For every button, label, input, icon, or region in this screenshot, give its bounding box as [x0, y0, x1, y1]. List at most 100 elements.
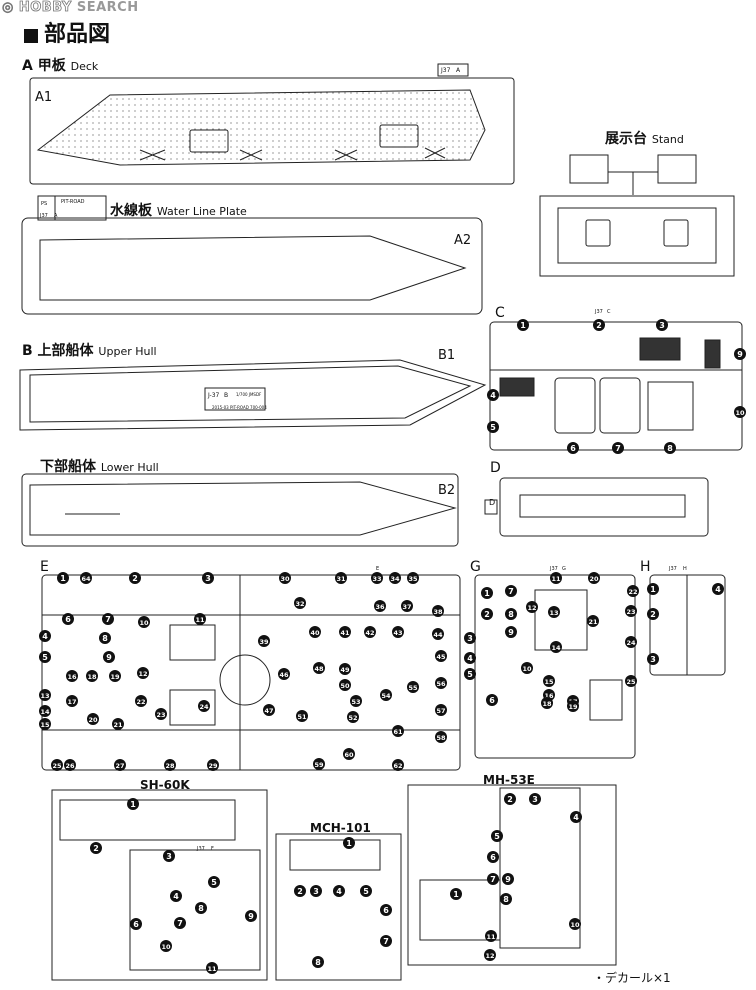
svg-text:51: 51 — [297, 713, 307, 721]
callout-e-48: 48 — [313, 662, 325, 674]
callout-e-20: 20 — [87, 713, 99, 725]
svg-text:3: 3 — [467, 634, 473, 643]
callout-g-23: 23 — [625, 605, 637, 617]
part-id-b1: B1 — [438, 348, 456, 363]
svg-text:4: 4 — [467, 654, 473, 663]
callout-e-36: 36 — [374, 600, 386, 612]
callout-e-51: 51 — [296, 710, 308, 722]
callout-e-28: 28 — [164, 759, 176, 771]
svg-text:23: 23 — [156, 711, 165, 719]
svg-text:27: 27 — [115, 762, 124, 770]
svg-text:29: 29 — [208, 762, 218, 770]
svg-text:52: 52 — [348, 714, 357, 722]
svg-text:48: 48 — [314, 665, 324, 673]
callout-g-15: 15 — [543, 675, 555, 687]
svg-text:10: 10 — [570, 921, 580, 929]
callout-e-35: 35 — [407, 572, 419, 584]
callout-sh60k-8: 8 — [195, 902, 207, 914]
callout-e-25: 25 — [51, 759, 63, 771]
heli-mh53e-label: MH-53E — [483, 773, 535, 787]
svg-text:21: 21 — [588, 618, 598, 626]
svg-text:45: 45 — [436, 653, 446, 661]
svg-text:6: 6 — [489, 696, 495, 705]
heli-mch101-label: MCH-101 — [310, 821, 371, 835]
svg-text:3: 3 — [205, 574, 211, 583]
svg-text:1: 1 — [130, 800, 136, 809]
svg-text:4: 4 — [42, 632, 48, 641]
callout-c-2: 2 — [593, 319, 605, 331]
callout-e-10: 10 — [138, 616, 150, 628]
sprue-e-frame — [41, 574, 461, 771]
svg-text:9: 9 — [737, 350, 743, 359]
svg-text:16: 16 — [544, 692, 554, 700]
callout-mch101-2: 2 — [294, 885, 306, 897]
callout-mh53e-11: 11 — [485, 930, 497, 942]
svg-text:11: 11 — [486, 933, 496, 941]
callout-e-15: 15 — [39, 718, 51, 730]
svg-text:30: 30 — [280, 575, 290, 583]
svg-text:55: 55 — [408, 684, 418, 692]
callout-c-9: 9 — [734, 348, 746, 360]
svg-text:4: 4 — [336, 887, 342, 896]
callout-sh60k-5: 5 — [208, 876, 220, 888]
svg-text:10: 10 — [161, 943, 171, 951]
callout-sh60k-3: 3 — [163, 850, 175, 862]
svg-text:3: 3 — [659, 321, 665, 330]
svg-text:25: 25 — [52, 762, 62, 770]
callout-g-22: 22 — [627, 585, 639, 597]
svg-text:31: 31 — [336, 575, 346, 583]
svg-text:22: 22 — [136, 698, 145, 706]
sprue-a-frame — [29, 63, 515, 185]
callout-g-9: 9 — [505, 626, 517, 638]
svg-text:10: 10 — [522, 665, 532, 673]
tag-pitroad: PIT-ROAD — [61, 199, 85, 205]
svg-text:8: 8 — [198, 904, 204, 913]
callout-e-27: 27 — [114, 759, 126, 771]
svg-text:57: 57 — [436, 707, 445, 715]
svg-text:9: 9 — [106, 653, 112, 662]
callout-g-24: 24 — [625, 636, 637, 648]
tag-water-letter: A — [54, 213, 58, 219]
svg-text:5: 5 — [467, 670, 473, 679]
callout-e-57: 57 — [435, 704, 447, 716]
svg-text:1: 1 — [346, 839, 352, 848]
svg-text:4: 4 — [715, 585, 721, 594]
tag-a-code: J37 — [441, 67, 451, 74]
callout-e-24: 24 — [198, 700, 210, 712]
callout-e-52: 52 — [347, 711, 359, 723]
watermark-text-b: SEARCH — [76, 0, 139, 15]
callout-e-11: 11 — [194, 613, 206, 625]
callout-e-30: 30 — [279, 572, 291, 584]
callout-e-8: 8 — [99, 632, 111, 644]
svg-text:1: 1 — [484, 589, 490, 598]
callout-mch101-7: 7 — [380, 935, 392, 947]
tag-b-text2: 2015-03 PIT-ROAD 700-004 — [212, 405, 267, 410]
upper-hull-part — [19, 359, 487, 431]
svg-text:12: 12 — [527, 604, 536, 612]
callout-e-38: 38 — [432, 605, 444, 617]
tag-h-code: J37 — [669, 566, 677, 572]
tag-h-letter: H — [683, 566, 687, 572]
callout-h-2: 2 — [647, 608, 659, 620]
callout-mch101-3: 3 — [310, 885, 322, 897]
watermark: ◎ HOBBY SEARCH — [2, 0, 139, 15]
svg-text:41: 41 — [340, 629, 350, 637]
svg-text:2: 2 — [507, 795, 513, 804]
svg-text:7: 7 — [615, 444, 621, 453]
page-title: 部品図 — [24, 16, 110, 48]
callout-e-23: 23 — [155, 708, 167, 720]
sprue-e-letter: E — [40, 559, 49, 575]
svg-text:6: 6 — [65, 615, 71, 624]
callout-sh60k-2: 2 — [90, 842, 102, 854]
callout-mh53e-3: 3 — [529, 793, 541, 805]
svg-text:9: 9 — [505, 875, 511, 884]
callout-g-4: 4 — [464, 652, 476, 664]
svg-text:14: 14 — [40, 708, 50, 716]
mch101-frame — [275, 833, 402, 981]
callout-mh53e-4: 4 — [570, 811, 582, 823]
svg-text:32: 32 — [295, 600, 304, 608]
svg-text:11: 11 — [551, 575, 561, 583]
callout-e-9: 9 — [103, 651, 115, 663]
